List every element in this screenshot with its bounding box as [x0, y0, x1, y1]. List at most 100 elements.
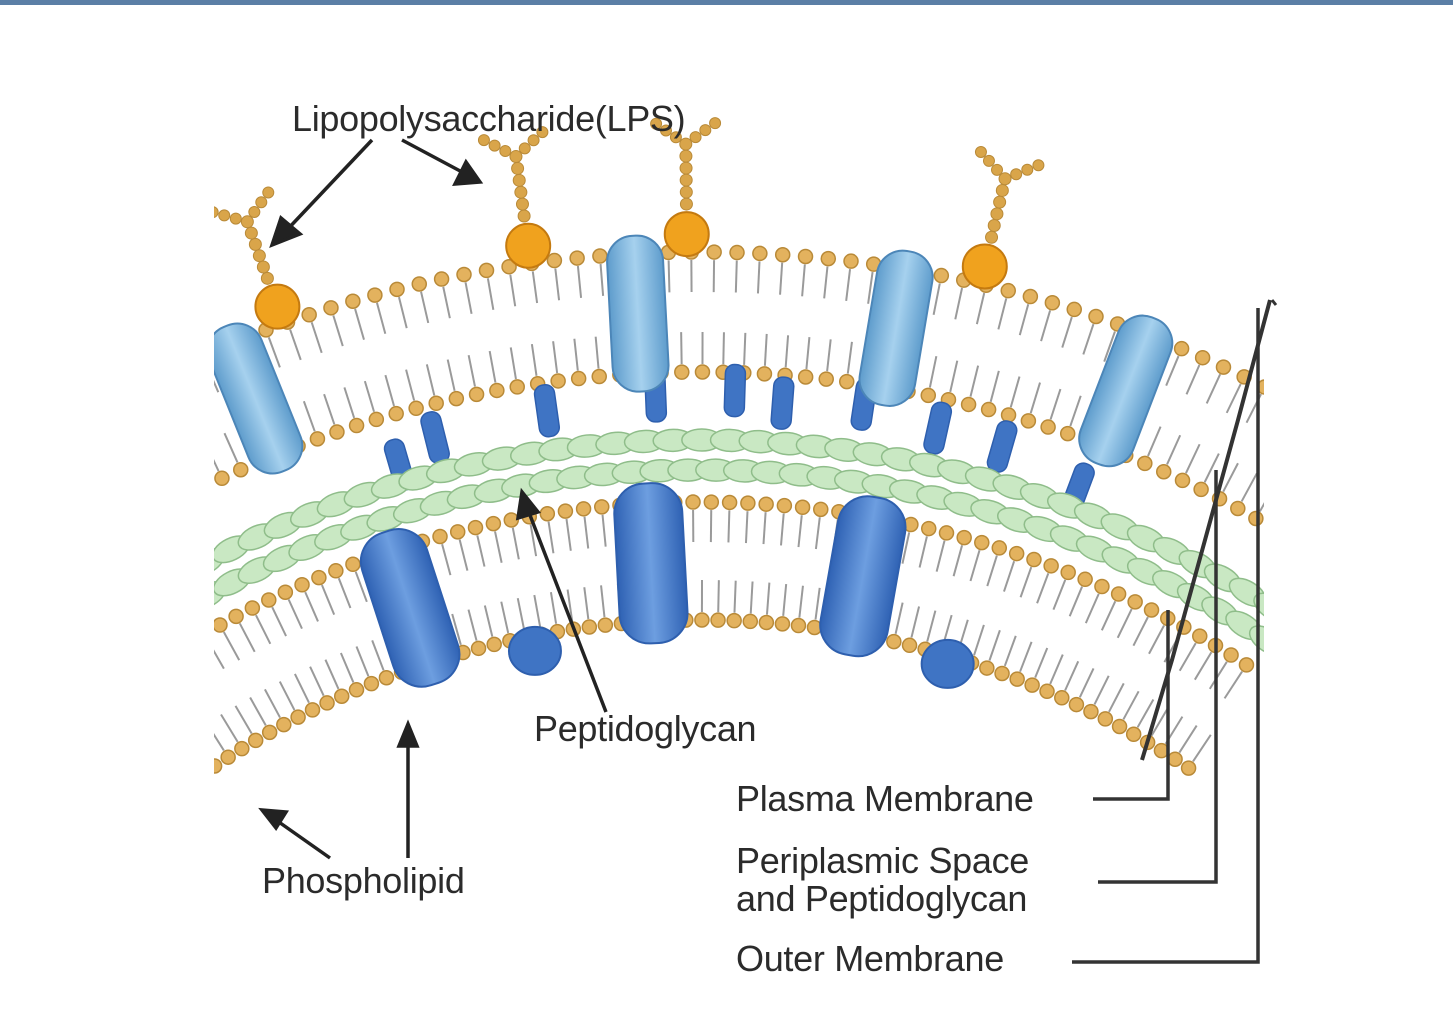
lps-sugar-bead — [512, 162, 524, 174]
membrane-protein — [353, 521, 467, 694]
om-lipid-tail — [1207, 374, 1220, 403]
pm-lipid-tail — [718, 580, 719, 612]
om-lipid-head — [1061, 427, 1075, 441]
pm-lipid-head — [1084, 705, 1098, 719]
om-lipid-tail — [84, 424, 100, 452]
pm-lipid-tail — [987, 556, 997, 587]
pm-lipid-tail — [442, 544, 450, 575]
om-lipid-tail — [510, 275, 515, 307]
om-lipid-head — [457, 268, 471, 282]
pm-lipid-head — [221, 750, 235, 764]
om-lipid-tail — [1041, 310, 1050, 341]
om-lipid-head — [1175, 342, 1189, 356]
om-lipid-tail — [7, 472, 25, 499]
om-lipid-head — [1338, 424, 1352, 438]
om-lipid-tail — [365, 381, 374, 412]
label-outer-membrane: Outer Membrane — [736, 940, 1004, 978]
om-lipid-head — [1249, 511, 1263, 525]
om-lipid-tail — [555, 268, 559, 300]
pm-lipid-head — [306, 703, 320, 717]
pm-lipid-head — [1112, 587, 1126, 601]
phospholipid-arrowhead-up — [399, 724, 417, 746]
pm-lipid-tail — [265, 689, 280, 717]
lps-sugar-bead — [680, 162, 692, 174]
lps-branch-bead — [519, 143, 530, 154]
om-lipid-head — [409, 401, 423, 415]
om-lipid-tail — [344, 387, 354, 417]
pm-lipid-head — [208, 759, 222, 773]
lps-sugar-bead — [986, 231, 998, 243]
label-peptidoglycan: Peptidoglycan — [534, 710, 756, 748]
om-lipid-tail — [92, 503, 109, 530]
om-lipid-head — [71, 552, 85, 566]
om-lipid-tail — [1343, 450, 1360, 477]
lps-sugar-bead — [999, 173, 1011, 185]
om-lipid-tail — [56, 526, 74, 553]
om-lipid-head — [1302, 544, 1316, 558]
pm-lipid-tail — [1094, 676, 1108, 705]
pm-lipid-tail — [534, 595, 540, 626]
om-lipid-head — [510, 380, 524, 394]
pm-lipid-tail — [974, 625, 984, 655]
om-lipid-tail — [290, 330, 301, 360]
pm-lipid-tail — [1179, 726, 1196, 753]
peptidoglycan-unit — [136, 604, 182, 644]
om-lipid-tail — [596, 337, 599, 369]
pm-lipid-head — [1098, 712, 1112, 726]
om-lipid-tail — [333, 315, 342, 346]
pm-lipid-tail — [799, 586, 803, 618]
pm-lipid-head — [350, 683, 364, 697]
om-lipid-head — [106, 530, 120, 544]
pm-lipid-tail — [325, 660, 338, 689]
pm-lipid-tail — [224, 632, 239, 660]
pm-lipid-tail — [751, 582, 753, 614]
peptidoglycan-unit — [158, 557, 204, 596]
om-lipid-tail — [511, 347, 516, 379]
lps-branch-bead — [230, 213, 241, 224]
pm-lipid-tail — [1021, 567, 1032, 597]
pm-lipid-head — [433, 529, 447, 543]
pm-lipid-tail — [927, 611, 935, 642]
pm-lipid-head — [487, 637, 501, 651]
om-lipid-head — [593, 249, 607, 263]
label-periplasmic-line1: Periplasmic Space — [736, 842, 1029, 880]
pm-lipid-tail — [372, 640, 383, 670]
lps-branch-bead — [1022, 164, 1033, 175]
om-lipid-tail — [991, 371, 999, 402]
pm-lipid-tail — [1020, 642, 1032, 672]
pm-lipid-head — [686, 495, 700, 509]
pm-lipid-tail — [989, 630, 999, 660]
om-lipid-head — [160, 499, 174, 513]
om-lipid-tail — [806, 337, 809, 369]
om-lipid-head — [675, 365, 689, 379]
om-lipid-tail — [1011, 377, 1020, 408]
lps-sugar-bead — [245, 227, 257, 239]
pm-lipid-tail — [767, 583, 769, 615]
lps-sugar-bead — [996, 184, 1008, 196]
om-lipid-tail — [490, 351, 496, 382]
om-lipid-head — [819, 372, 833, 386]
peripheral-protein — [922, 640, 974, 688]
label-phospholipid: Phospholipid — [262, 862, 465, 900]
pm-lipid-tail — [501, 602, 508, 633]
pm-lipid-tail — [566, 519, 570, 551]
pm-lipid-tail — [305, 592, 318, 621]
lps-sugar-bead — [241, 216, 253, 228]
om-lipid-tail — [1361, 462, 1379, 489]
om-lipid-head — [921, 388, 935, 402]
pm-lipid-head — [181, 636, 195, 650]
om-lipid-tail — [786, 335, 788, 367]
pm-lipid-head — [743, 614, 757, 628]
om-lipid-tail — [164, 382, 178, 411]
om-lipid-head — [1138, 456, 1152, 470]
lps-sugar-bead — [253, 250, 265, 262]
lipoprotein — [985, 419, 1019, 474]
pm-lipid-tail — [280, 682, 295, 710]
pm-lipid-tail — [781, 514, 784, 546]
om-lipid-head — [350, 419, 364, 433]
pm-lipid-head — [775, 617, 789, 631]
pm-lipid-head — [1069, 698, 1083, 712]
pm-lipid-head — [922, 522, 936, 536]
om-lipid-head — [1023, 290, 1037, 304]
porin-protein — [1072, 308, 1180, 474]
